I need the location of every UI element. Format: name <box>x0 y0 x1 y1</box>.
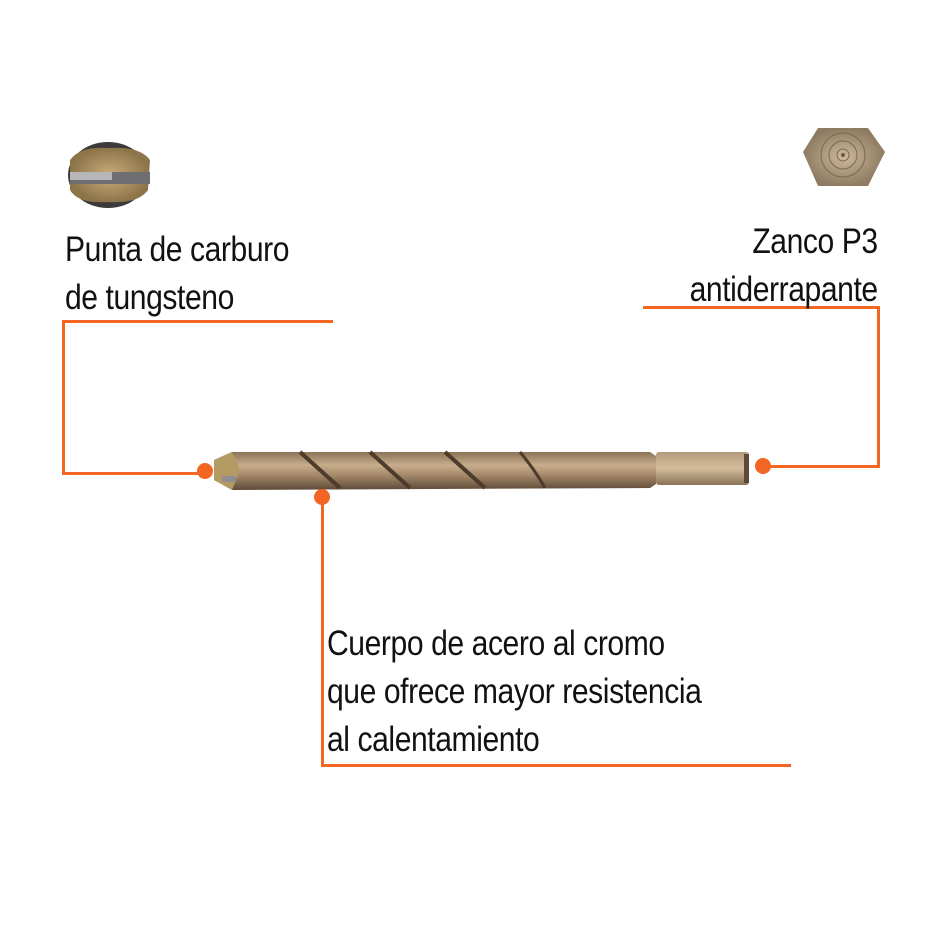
shank-callout-dot <box>755 458 771 474</box>
tip-callout-label: Punta de carburo de tungsteno <box>65 226 289 322</box>
tip-callout-line-1: Punta de carburo <box>65 230 290 269</box>
body-callout-line-3: al calentamiento <box>327 720 540 759</box>
tip-callout-top-line <box>62 320 333 323</box>
body-callout-bottom-line <box>321 764 791 767</box>
drill-bit <box>214 450 749 490</box>
shank-callout-line-2: antiderrapante <box>689 270 879 309</box>
carbide-tip-icon <box>68 142 150 208</box>
tip-callout-dot <box>197 463 213 479</box>
tip-callout-line-2: de tungsteno <box>65 278 234 317</box>
tip-callout-vertical-line <box>62 320 65 475</box>
shank-callout-label: Zanco P3 antiderrapante <box>689 218 879 314</box>
hex-shank-icon <box>803 128 885 186</box>
shank-callout-bottom-line <box>763 465 880 468</box>
shank-callout-top-line <box>643 306 880 309</box>
shank-callout-line-1: Zanco P3 <box>752 222 879 261</box>
body-callout-label: Cuerpo de acero al cromo que ofrece mayo… <box>327 620 702 764</box>
body-callout-vertical-line <box>321 497 324 767</box>
body-callout-line-2: que ofrece mayor resistencia <box>327 672 702 711</box>
shank-callout-vertical-line <box>877 306 880 468</box>
body-callout-line-1: Cuerpo de acero al cromo <box>327 624 665 663</box>
tip-callout-bottom-line <box>62 472 202 475</box>
